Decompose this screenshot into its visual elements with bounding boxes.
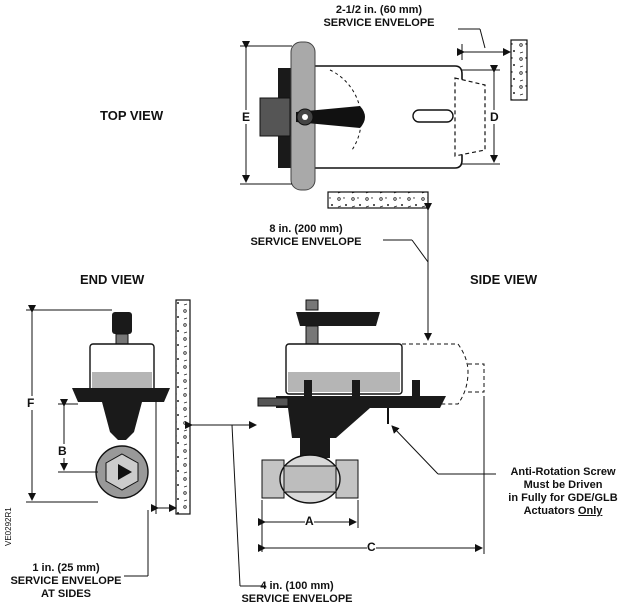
dimension-b-label: B: [58, 444, 67, 458]
anti-rotation-note: Anti-Rotation Screw Must be Driven in Fu…: [494, 466, 632, 518]
top-envelope-size: 2-1/2 in. (60 mm): [335, 4, 423, 16]
bottom-envelope-size: 4 in. (100 mm): [260, 580, 334, 592]
top-envelope-text: SERVICE ENVELOPE: [323, 17, 435, 29]
note-emphasis: Only: [577, 505, 603, 517]
dimension-d-label: D: [490, 110, 499, 124]
vertical-service-envelope-label: 8 in. (200 mm) SERVICE ENVELOPE: [228, 223, 384, 249]
note-line-2: Must be Driven: [523, 479, 603, 491]
top-view-title: TOP VIEW: [100, 108, 164, 123]
bottom-envelope-text: SERVICE ENVELOPE: [241, 593, 353, 605]
end-view-title: END VIEW: [80, 272, 145, 287]
top-service-envelope-label: 2-1/2 in. (60 mm) SERVICE ENVELOPE: [306, 4, 452, 30]
side-envelope-text: SERVICE ENVELOPE: [10, 575, 122, 587]
side-envelope-note: AT SIDES: [41, 588, 91, 600]
note-line-1: Anti-Rotation Screw: [510, 466, 616, 478]
vertical-envelope-text: SERVICE ENVELOPE: [250, 236, 362, 248]
dimension-c-label: C: [367, 540, 376, 554]
note-line-4: Actuators: [523, 505, 575, 517]
vertical-envelope-size: 8 in. (200 mm): [269, 223, 343, 235]
bottom-service-envelope-label: 4 in. (100 mm) SERVICE ENVELOPE: [232, 580, 362, 606]
figure-code: VE0292R1: [4, 507, 13, 546]
side-view-title: SIDE VIEW: [470, 272, 538, 287]
dimension-e-label: E: [242, 110, 251, 124]
end-view-drawing: [26, 299, 191, 577]
note-line-3: in Fully for GDE/GLB: [508, 492, 618, 504]
side-envelope-size: 1 in. (25 mm): [32, 562, 100, 574]
side-view-drawing: [257, 299, 496, 554]
top-view-drawing: [240, 28, 528, 209]
side-service-envelope-label: 1 in. (25 mm) SERVICE ENVELOPE AT SIDES: [6, 562, 126, 601]
dimension-f-label: F: [27, 396, 35, 410]
dimension-a-label: A: [305, 514, 314, 528]
